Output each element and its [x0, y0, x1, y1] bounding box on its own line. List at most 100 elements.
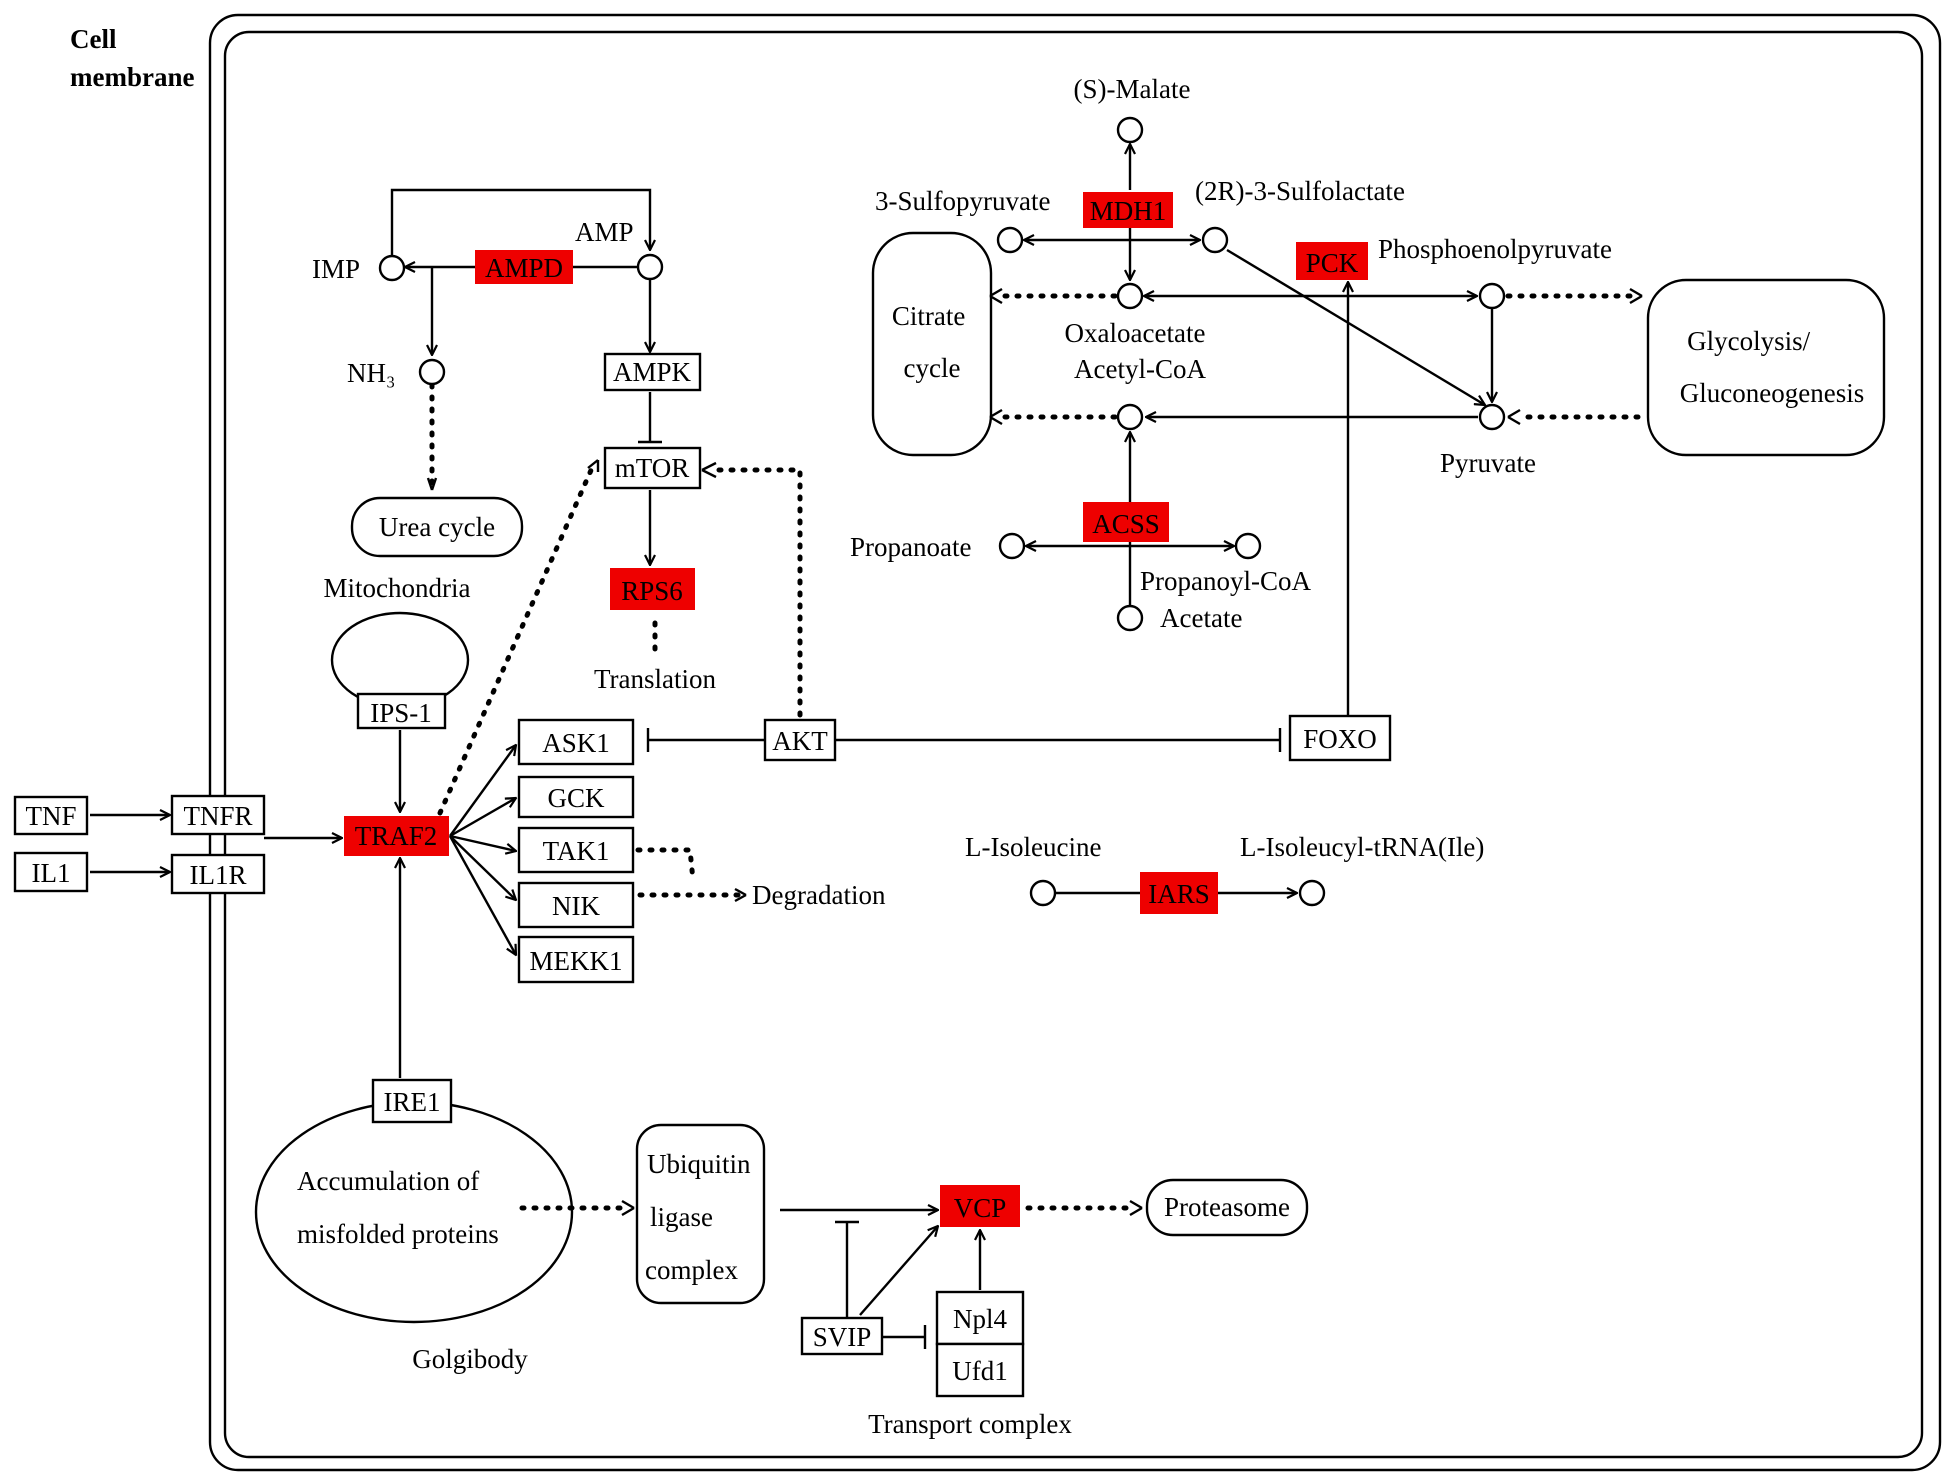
tnf-gene — [13, 795, 89, 836]
propanoate-node — [998, 532, 1026, 560]
s-malate-node — [1116, 116, 1144, 144]
il1-label: IL1 — [32, 858, 71, 888]
rps6-label: RPS6 — [621, 576, 683, 606]
proteasome-box — [1145, 1178, 1309, 1237]
iars-gene — [1140, 872, 1218, 914]
sulfolactate-node — [1201, 226, 1229, 254]
traf2-gene — [344, 816, 449, 856]
cell-membrane-outer — [208, 13, 1942, 1472]
iars-label: IARS — [1148, 879, 1210, 909]
pyruvate-label: Pyruvate — [1440, 448, 1536, 478]
il1r-label: IL1R — [190, 860, 247, 890]
mdh1-gene — [1083, 192, 1173, 228]
ips1-gene — [356, 692, 447, 730]
pep-label: Phosphoenolpyruvate — [1378, 234, 1612, 264]
acetate-node — [1116, 604, 1144, 632]
degradation-label: Degradation — [752, 880, 886, 910]
s-malate-label: (S)-Malate — [1074, 74, 1191, 104]
svip-gene — [800, 1316, 884, 1356]
oxaloacetate-label: Oxaloacetate — [1065, 318, 1206, 348]
mtor-label: mTOR — [615, 453, 690, 483]
nik-gene — [517, 881, 635, 929]
ask1-gene — [517, 718, 635, 766]
pyruvate-node — [1478, 403, 1506, 431]
tnf-label: TNF — [25, 801, 76, 831]
npl4-label: Npl4 — [953, 1304, 1008, 1334]
vcp-label: VCP — [954, 1193, 1007, 1223]
nh3-label: NH₃ — [347, 358, 395, 388]
il1r-gene — [170, 853, 266, 895]
nh3-node — [418, 358, 446, 386]
ubiquitin-ligase-box — [635, 1123, 766, 1305]
oxaloacetate-node — [1116, 282, 1144, 310]
cell-membrane-label: Cell membrane — [70, 24, 194, 92]
l-isoleucine-label: L-Isoleucine — [965, 832, 1101, 862]
propanoyl-coa-label: Propanoyl-CoA — [1140, 566, 1311, 596]
pck-label: PCK — [1306, 248, 1359, 278]
tak1-gene — [517, 826, 635, 874]
il1-gene — [13, 851, 89, 893]
urea-cycle-label: Urea cycle — [379, 512, 495, 542]
ire1-label: IRE1 — [384, 1087, 441, 1117]
glycolysis-label: Glycolysis/ Gluconeogenesis — [1680, 326, 1864, 408]
sulfopyruvate-node — [996, 226, 1024, 254]
golgibody-label: Golgibody — [412, 1344, 528, 1374]
amp-label: AMP — [575, 217, 634, 247]
translation-label: Translation — [594, 664, 717, 694]
tnfr-gene — [170, 794, 266, 836]
proteasome-label: Proteasome — [1164, 1192, 1290, 1222]
ask1-label: ASK1 — [542, 728, 610, 758]
misfolded-label: Accumulation of misfolded proteins — [297, 1166, 499, 1249]
mitochondria-label: Mitochondria — [324, 573, 471, 603]
foxo-gene — [1288, 714, 1392, 762]
propanoate-label: Propanoate — [850, 532, 971, 562]
ampd-gene — [475, 250, 573, 284]
nik-label: NIK — [552, 891, 600, 921]
akt-label: AKT — [772, 726, 828, 756]
pck-gene — [1296, 242, 1368, 280]
mekk1-label: MEKK1 — [530, 946, 623, 976]
ubiquitin-label: Ubiquitin ligase complex — [645, 1149, 757, 1285]
urea-cycle-box — [350, 496, 524, 558]
propanoyl-coa-node — [1234, 532, 1262, 560]
acetate-label: Acetate — [1160, 603, 1242, 633]
imp-label: IMP — [312, 254, 360, 284]
amp-node — [636, 253, 664, 281]
svip-label: SVIP — [813, 1322, 872, 1352]
imp-node — [378, 254, 406, 282]
tnfr-label: TNFR — [183, 801, 252, 831]
traf2-label: TRAF2 — [355, 821, 438, 851]
citrate-cycle-label: Citrate cycle — [892, 301, 972, 383]
l-isoleucine-node — [1029, 879, 1057, 907]
mdh1-label: MDH1 — [1090, 196, 1167, 226]
acss-label: ACSS — [1092, 509, 1160, 539]
cell-membrane-inner — [223, 30, 1924, 1459]
npl4-gene — [935, 1290, 1025, 1346]
ampk-label: AMPK — [613, 357, 692, 387]
l-isoleucyl-trna-label: L-Isoleucyl-tRNA(Ile) — [1240, 832, 1484, 862]
glycolysis-box — [1646, 278, 1886, 457]
mtor-gene — [603, 446, 702, 490]
rps6-gene — [610, 568, 695, 610]
mekk1-gene — [517, 935, 635, 984]
ips1-label: IPS-1 — [370, 698, 432, 728]
ampk-gene — [603, 352, 702, 392]
foxo-label: FOXO — [1303, 724, 1377, 754]
sulfopyruvate-label: 3-Sulfopyruvate — [875, 186, 1050, 216]
gck-gene — [517, 775, 635, 819]
golgibody-shape — [254, 1100, 574, 1324]
acetyl-coa-node — [1116, 403, 1144, 431]
sulfolactate-label: (2R)-3-Sulfolactate — [1195, 176, 1405, 206]
ufd1-gene — [935, 1342, 1025, 1398]
acss-gene — [1083, 502, 1169, 542]
transport-complex-label: Transport complex — [868, 1409, 1072, 1439]
pep-node — [1478, 282, 1506, 310]
ampd-label: AMPD — [485, 253, 563, 283]
l-isoleucyl-trna-node — [1298, 879, 1326, 907]
ufd1-label: Ufd1 — [952, 1356, 1008, 1386]
tak1-label: TAK1 — [543, 836, 610, 866]
gck-label: GCK — [547, 783, 605, 813]
acetyl-coa-label: Acetyl-CoA — [1074, 354, 1206, 384]
vcp-gene — [940, 1185, 1020, 1227]
